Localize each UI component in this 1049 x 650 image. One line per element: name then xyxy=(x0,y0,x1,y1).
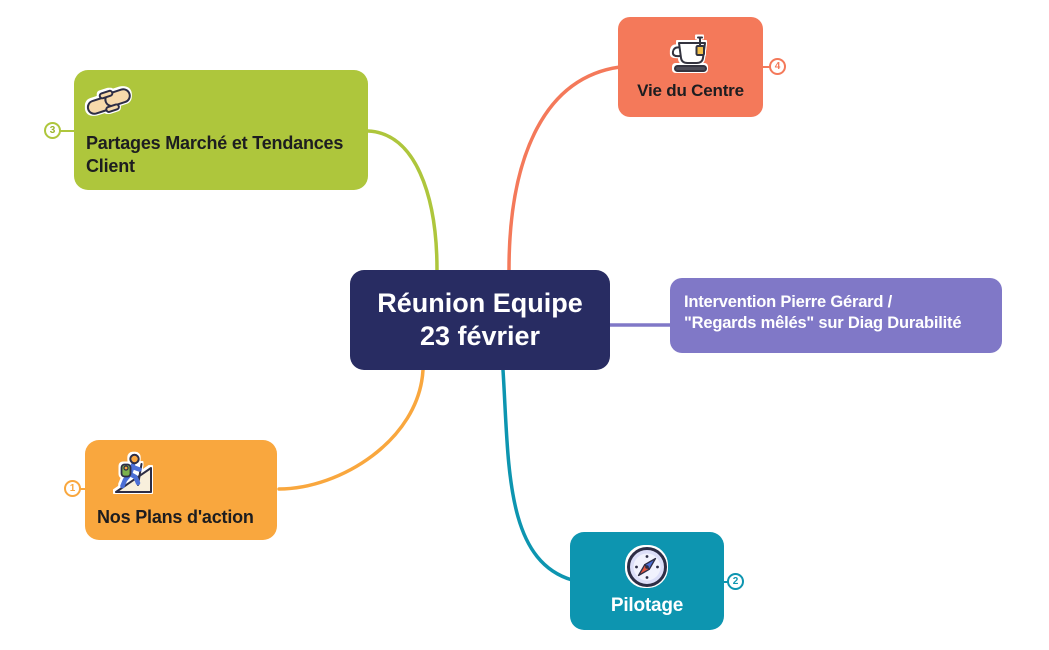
branch-node-plans[interactable]: Nos Plans d'action xyxy=(85,440,277,540)
handshake-icon xyxy=(86,82,358,122)
center-node[interactable]: Réunion Equipe 23 février xyxy=(350,270,610,370)
branch-label-intervention-line2: "Regards mêlés" sur Diag Durabilité xyxy=(684,314,962,332)
branch-node-partages[interactable]: Partages Marché et Tendances Client xyxy=(74,70,368,190)
branch-label-partages-line1: Partages Marché et Tendances xyxy=(86,133,344,153)
center-node-title-line1: Réunion Equipe xyxy=(377,288,583,318)
teacup-icon xyxy=(668,33,714,75)
branch-number-badge-plans[interactable]: 1 xyxy=(64,480,81,497)
connector-partages xyxy=(366,129,439,272)
connector-vie-du-centre xyxy=(507,65,622,272)
branch-number-badge-pilotage[interactable]: 2 xyxy=(727,573,744,590)
branch-label-pilotage: Pilotage xyxy=(610,595,684,616)
branch-node-intervention[interactable]: Intervention Pierre Gérard / "Regards mê… xyxy=(670,278,1002,353)
branch-label-partages-line2: Client xyxy=(86,156,135,176)
connector-plans xyxy=(277,368,425,491)
branch-label-plans: Nos Plans d'action xyxy=(97,507,254,527)
branch-node-vie-du-centre[interactable]: Vie du Centre xyxy=(618,17,763,117)
branch-number-badge-partages[interactable]: 3 xyxy=(44,122,61,139)
connector-pilotage xyxy=(501,368,574,582)
compass-icon xyxy=(625,545,669,589)
branch-node-pilotage[interactable]: Pilotage xyxy=(570,532,724,630)
branch-number-badge-vie-du-centre[interactable]: 4 xyxy=(769,58,786,75)
branch-label-intervention-line1: Intervention Pierre Gérard / xyxy=(684,293,893,311)
hiker-icon xyxy=(111,452,267,496)
branch-label-vie-du-centre: Vie du Centre xyxy=(637,81,744,100)
center-node-title-line2: 23 février xyxy=(419,321,541,351)
